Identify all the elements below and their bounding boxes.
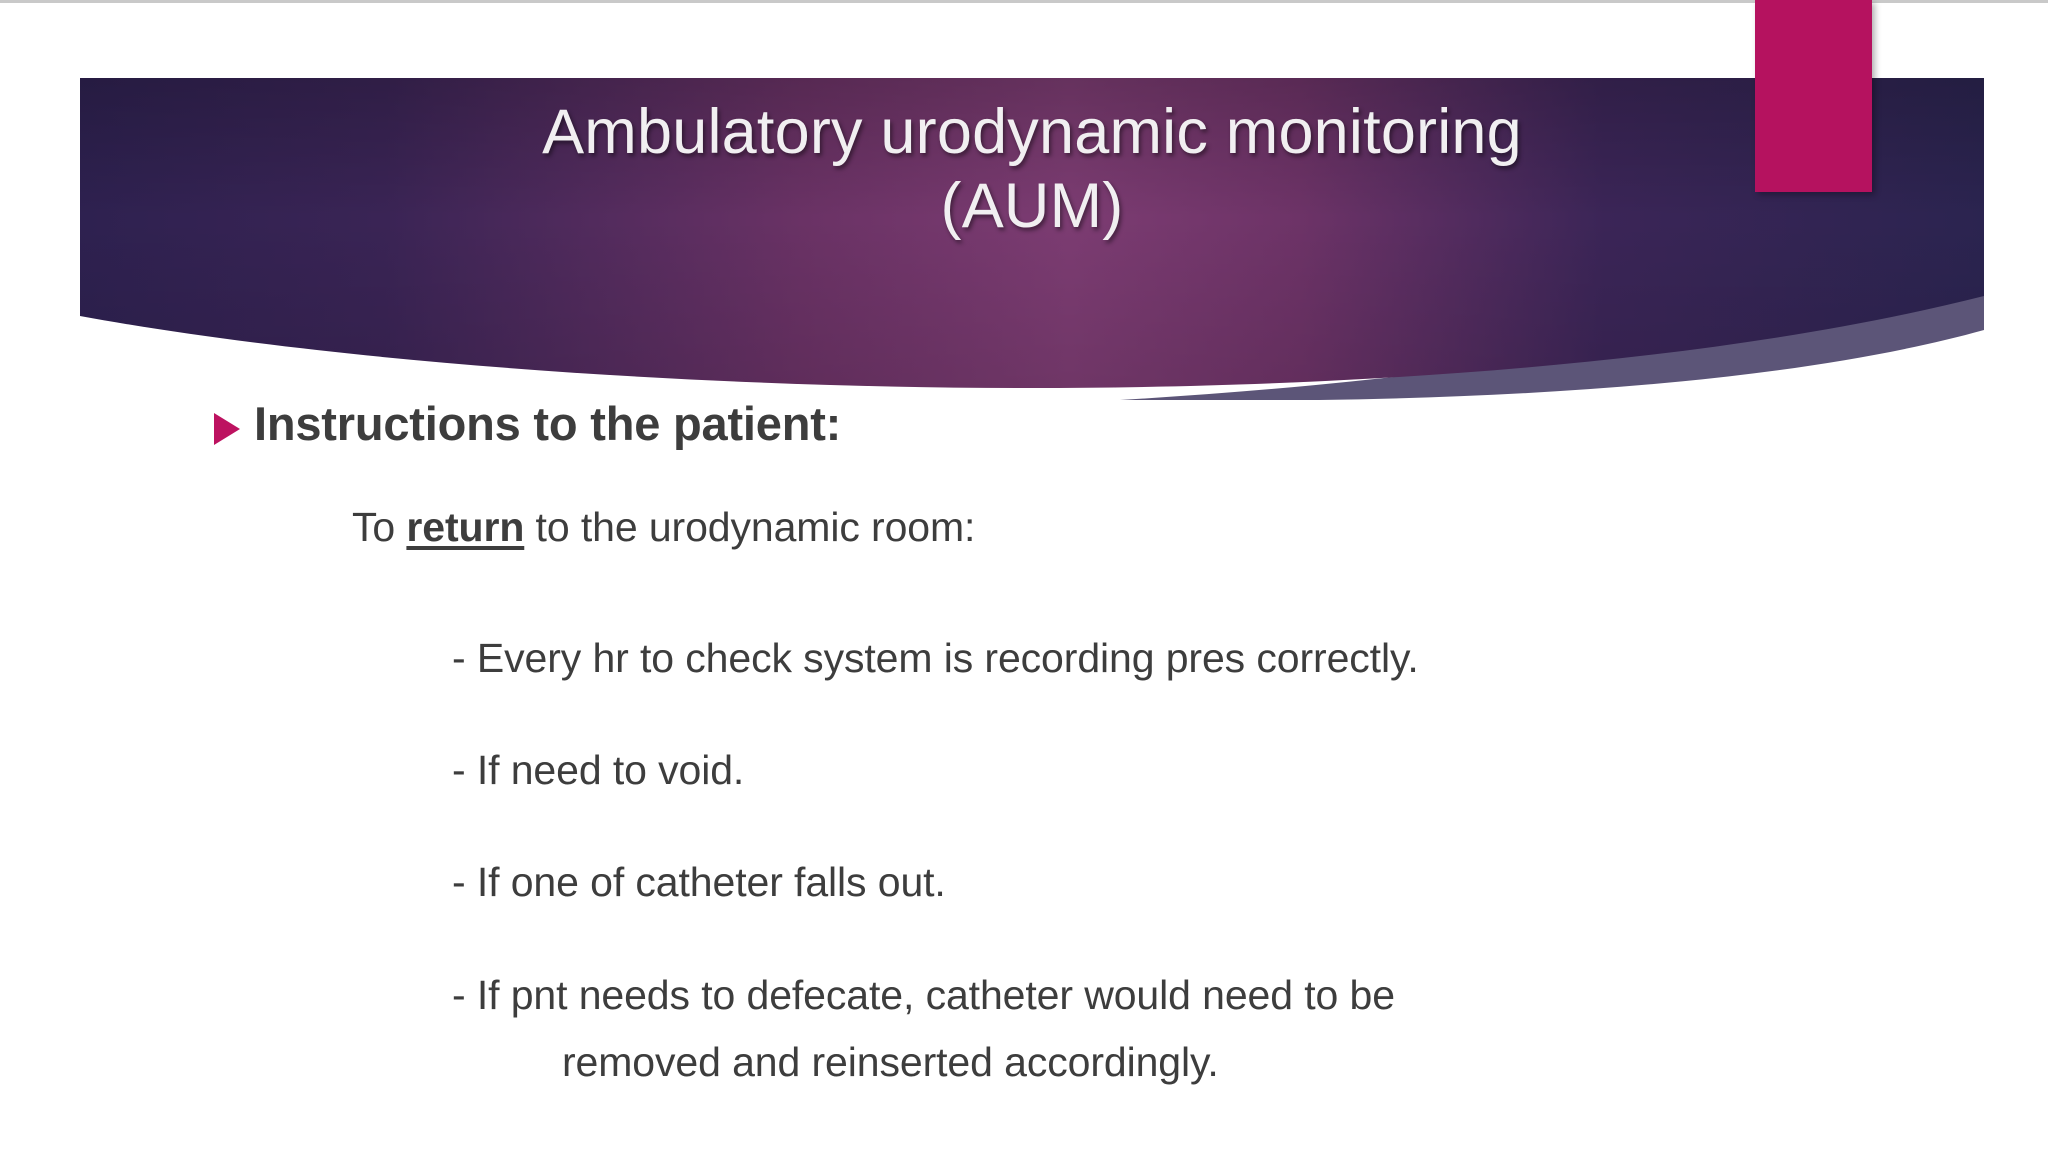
- banner-swoosh-accent: [1120, 262, 1984, 400]
- level2-prefix: To: [352, 504, 407, 550]
- slide-title: Ambulatory urodynamic monitoring (AUM): [542, 97, 1522, 241]
- level2-suffix: to the urodynamic room:: [524, 504, 976, 550]
- level2-keyword: return: [406, 504, 525, 550]
- pink-accent-bar: [1755, 0, 1872, 192]
- level1-heading-text: Instructions to the patient:: [254, 397, 842, 450]
- slide-top-border: [0, 0, 2048, 3]
- list-item: - Every hr to check system is recording …: [452, 591, 1952, 681]
- list-item-text: - If one of catheter falls out.: [452, 859, 946, 906]
- list-item-text: - If need to void.: [452, 747, 745, 794]
- triangle-right-marker-icon: [214, 413, 240, 445]
- list-item: - If one of catheter falls out.: [452, 815, 1952, 905]
- level2-intro-line: To return to the urodynamic room:: [352, 504, 976, 550]
- slide-body: Instructions to the patient: To return t…: [0, 398, 2048, 1084]
- list-item: - If pnt needs to defecate, catheter wou…: [452, 928, 1952, 1130]
- list-item-continuation: removed and reinserted accordingly.: [562, 1038, 1219, 1085]
- level1-bullet-row: Instructions to the patient:: [0, 398, 2048, 450]
- list-item-text: - If pnt needs to defecate, catheter wou…: [452, 971, 1395, 1018]
- list-item: - If need to void.: [452, 703, 1952, 793]
- level3-bullet-list: - Every hr to check system is recording …: [452, 591, 1952, 1152]
- list-item-text: - Every hr to check system is recording …: [452, 635, 1419, 682]
